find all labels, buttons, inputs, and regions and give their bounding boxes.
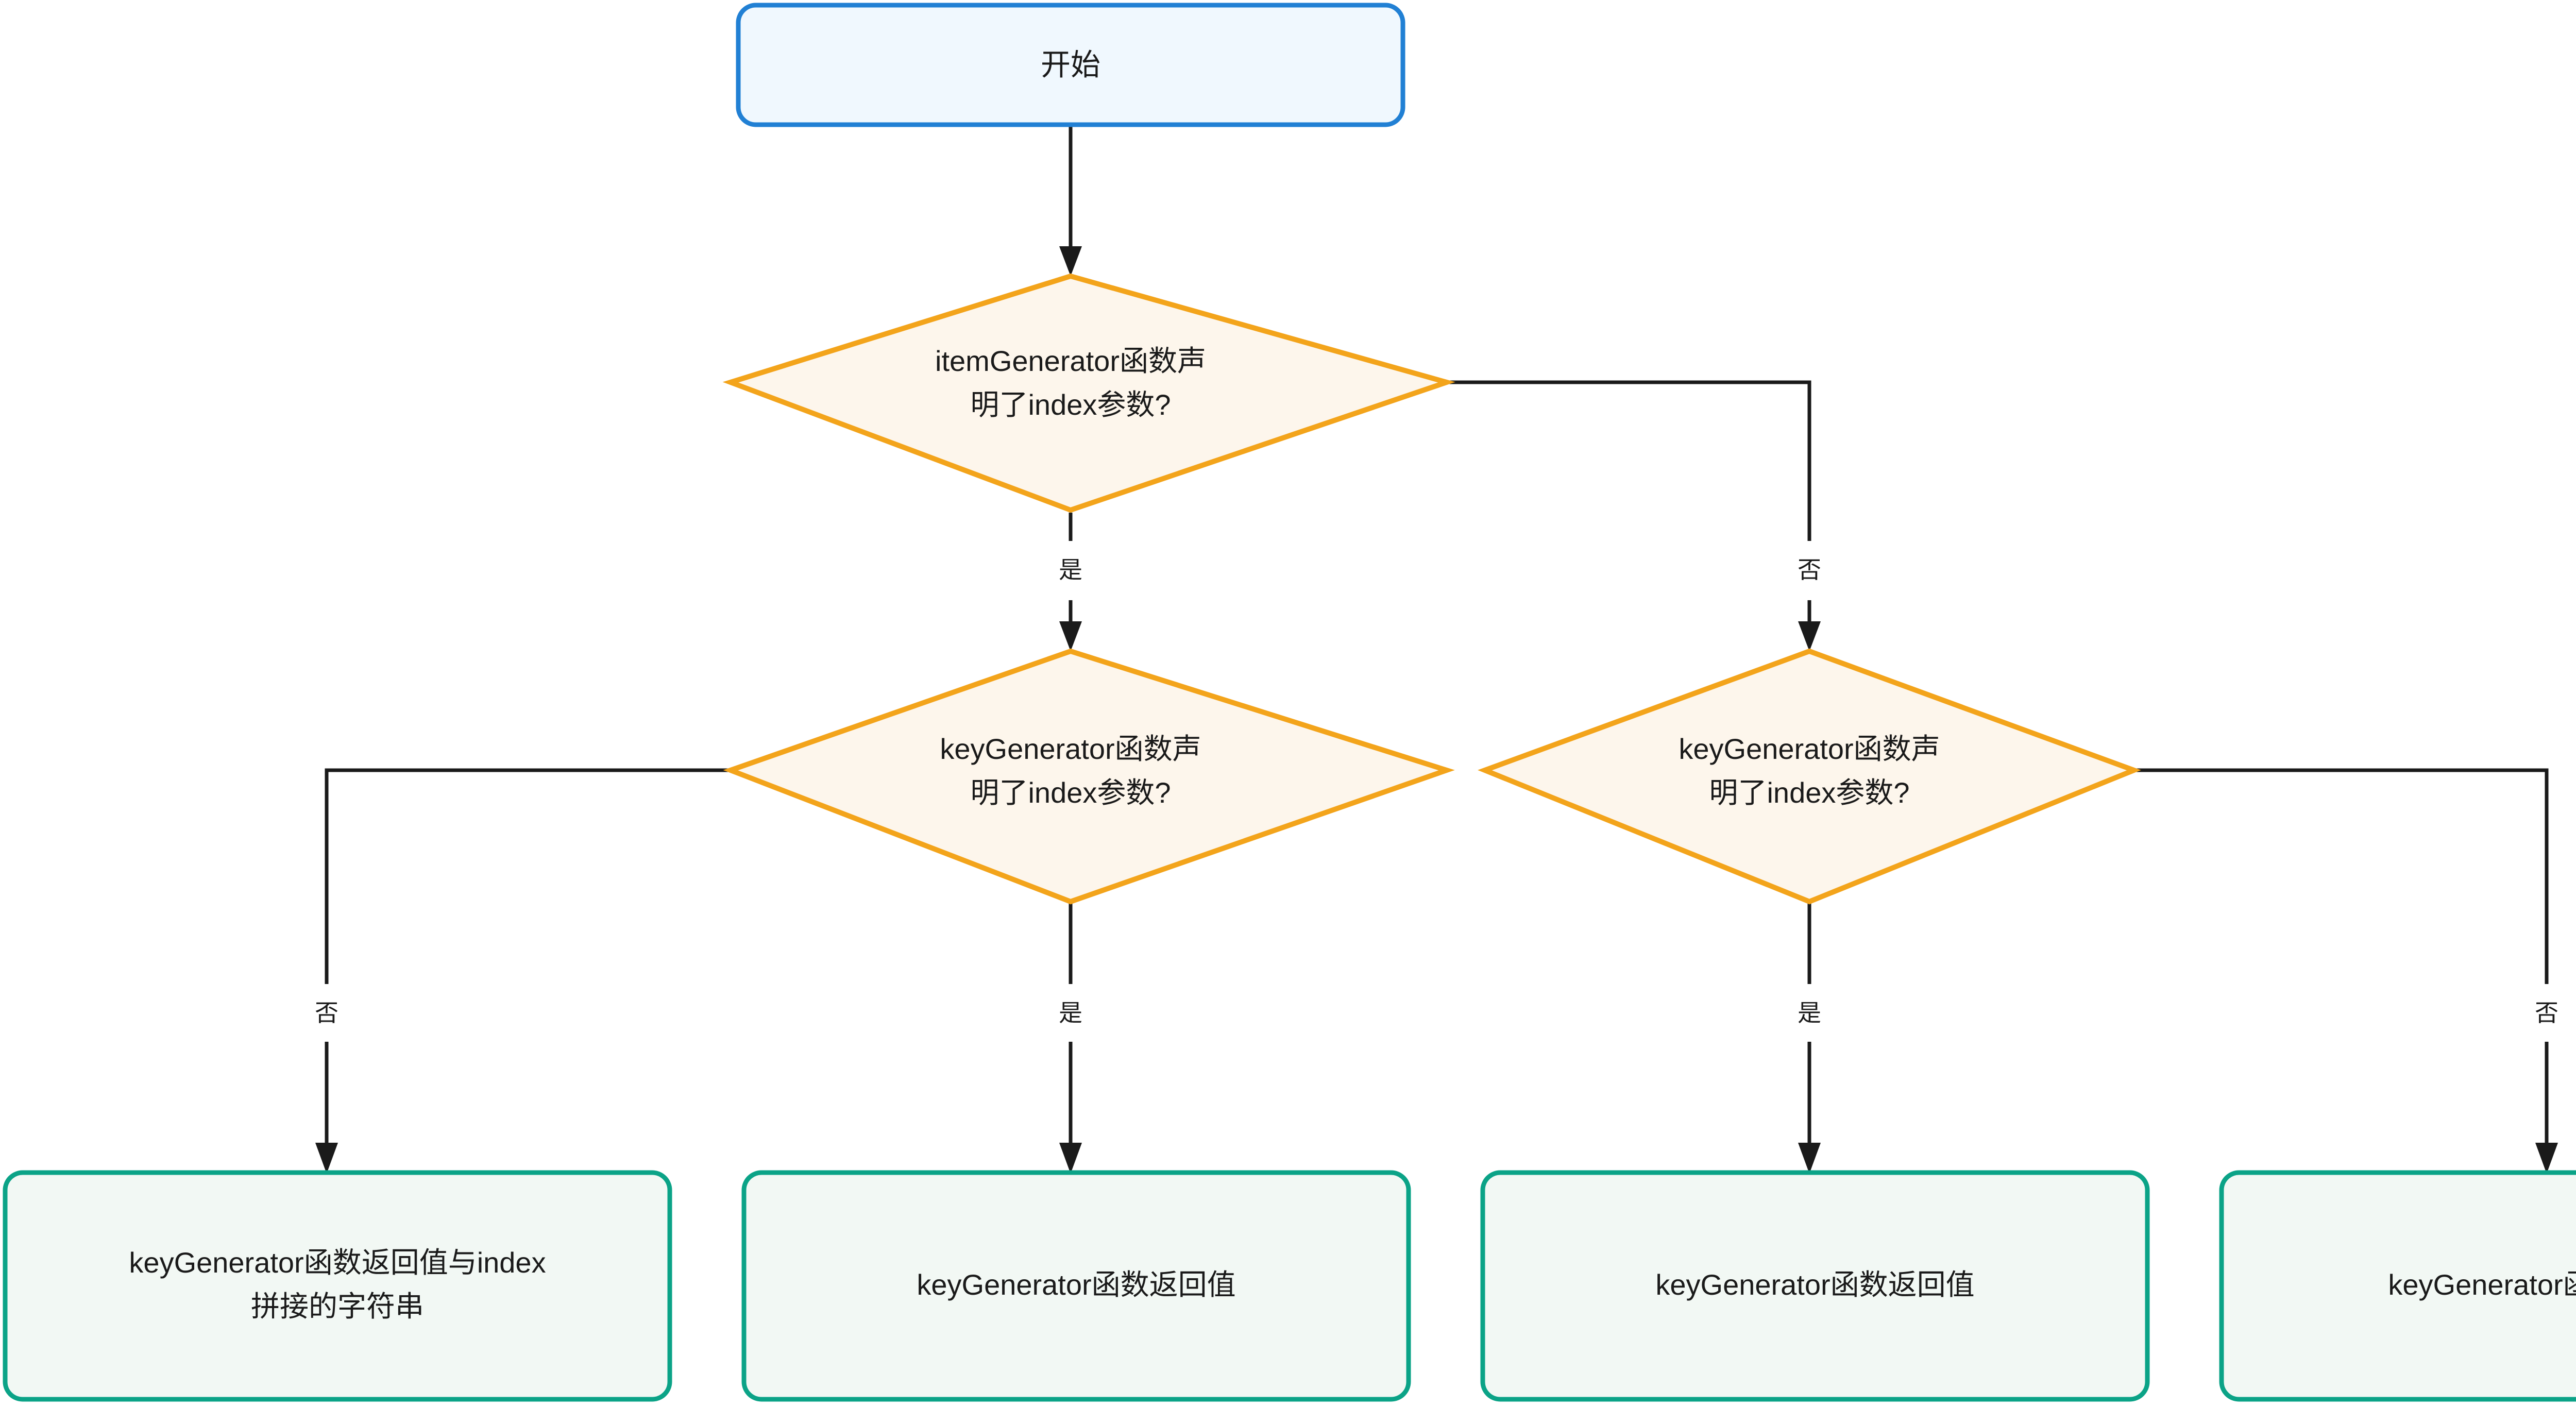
edge-label-key-left-no: 否 bbox=[315, 999, 338, 1026]
node-result-concat-string-label-line2: 拼接的字符串 bbox=[251, 1290, 424, 1323]
edge-line-item-no-upper bbox=[1447, 380, 1811, 541]
node-decision-key-generator-right-shape[interactable] bbox=[1478, 648, 2141, 905]
node-decision-key-generator-left-label-line1: keyGenerator函数声 bbox=[940, 733, 1201, 765]
edge-line-key-right-no-upper bbox=[2134, 768, 2549, 984]
node-result-return-value-4-shape[interactable] bbox=[2219, 1170, 2576, 1402]
edge-label-key-right-yes: 是 bbox=[1798, 999, 1821, 1026]
arrow-head-key-left-yes bbox=[1059, 1143, 1082, 1174]
edge-key-right-yes: 是 bbox=[1798, 902, 1821, 1174]
node-result-return-value-2[interactable]: keyGenerator函数返回值 bbox=[741, 1170, 1411, 1402]
node-decision-key-generator-right-label-line1: keyGenerator函数声 bbox=[1679, 733, 1940, 765]
node-result-return-value-3[interactable]: keyGenerator函数返回值 bbox=[1480, 1170, 2150, 1402]
edge-line-key-left-no-upper bbox=[325, 768, 731, 984]
arrow-head-item-no bbox=[1798, 621, 1821, 651]
node-result-return-value-3-label: keyGenerator函数返回值 bbox=[1655, 1268, 1974, 1301]
edge-key-left-yes: 是 bbox=[1059, 902, 1082, 1174]
node-decision-item-generator-label-line2: 明了index参数? bbox=[970, 388, 1171, 421]
arrow-head-key-right-yes bbox=[1798, 1143, 1821, 1174]
node-decision-key-generator-left-label-line2: 明了index参数? bbox=[970, 776, 1171, 809]
arrow-head-key-right-no bbox=[2535, 1143, 2558, 1174]
edge-start-to-decision-item bbox=[1059, 127, 1082, 276]
node-decision-key-generator-left[interactable]: keyGenerator函数声 明了index参数? bbox=[723, 648, 1455, 905]
node-result-concat-string-shape[interactable] bbox=[3, 1170, 672, 1402]
node-decision-item-generator[interactable]: itemGenerator函数声 明了index参数? bbox=[722, 273, 1455, 513]
arrow-head-start-item bbox=[1059, 246, 1082, 276]
edge-item-yes: 是 bbox=[1059, 513, 1082, 651]
node-result-return-value-3-shape[interactable] bbox=[1480, 1170, 2150, 1402]
edge-label-item-no: 否 bbox=[1798, 556, 1821, 583]
node-result-concat-string-label-line1: keyGenerator函数返回值与index bbox=[129, 1246, 546, 1279]
node-start[interactable]: 开始 bbox=[736, 3, 1405, 127]
node-decision-item-generator-label-line1: itemGenerator函数声 bbox=[935, 345, 1206, 377]
node-result-concat-string[interactable]: keyGenerator函数返回值与index 拼接的字符串 bbox=[3, 1170, 672, 1402]
edge-label-key-left-yes: 是 bbox=[1059, 999, 1082, 1026]
edge-label-item-yes: 是 bbox=[1059, 556, 1082, 583]
node-decision-item-generator-shape[interactable] bbox=[722, 273, 1455, 513]
node-result-return-value-2-label: keyGenerator函数返回值 bbox=[917, 1268, 1235, 1301]
node-result-return-value-4-label: keyGenerator函数返回值 bbox=[2388, 1268, 2576, 1301]
edge-key-right-no: 否 bbox=[2134, 768, 2558, 1174]
edge-label-key-right-no: 否 bbox=[2535, 999, 2558, 1026]
edge-item-no: 否 bbox=[1447, 380, 1821, 651]
node-start-label: 开始 bbox=[1041, 48, 1100, 81]
node-decision-key-generator-right[interactable]: keyGenerator函数声 明了index参数? bbox=[1478, 648, 2141, 905]
node-decision-key-generator-right-label-line2: 明了index参数? bbox=[1709, 776, 1909, 809]
node-result-return-value-4[interactable]: keyGenerator函数返回值 bbox=[2219, 1170, 2576, 1402]
node-decision-key-generator-left-shape[interactable] bbox=[723, 648, 1455, 905]
edge-key-left-no: 否 bbox=[315, 768, 731, 1174]
node-start-shape[interactable] bbox=[736, 3, 1405, 127]
arrow-head-key-left-no bbox=[315, 1143, 338, 1174]
arrow-head-item-yes bbox=[1059, 621, 1082, 651]
node-result-return-value-2-shape[interactable] bbox=[741, 1170, 1411, 1402]
